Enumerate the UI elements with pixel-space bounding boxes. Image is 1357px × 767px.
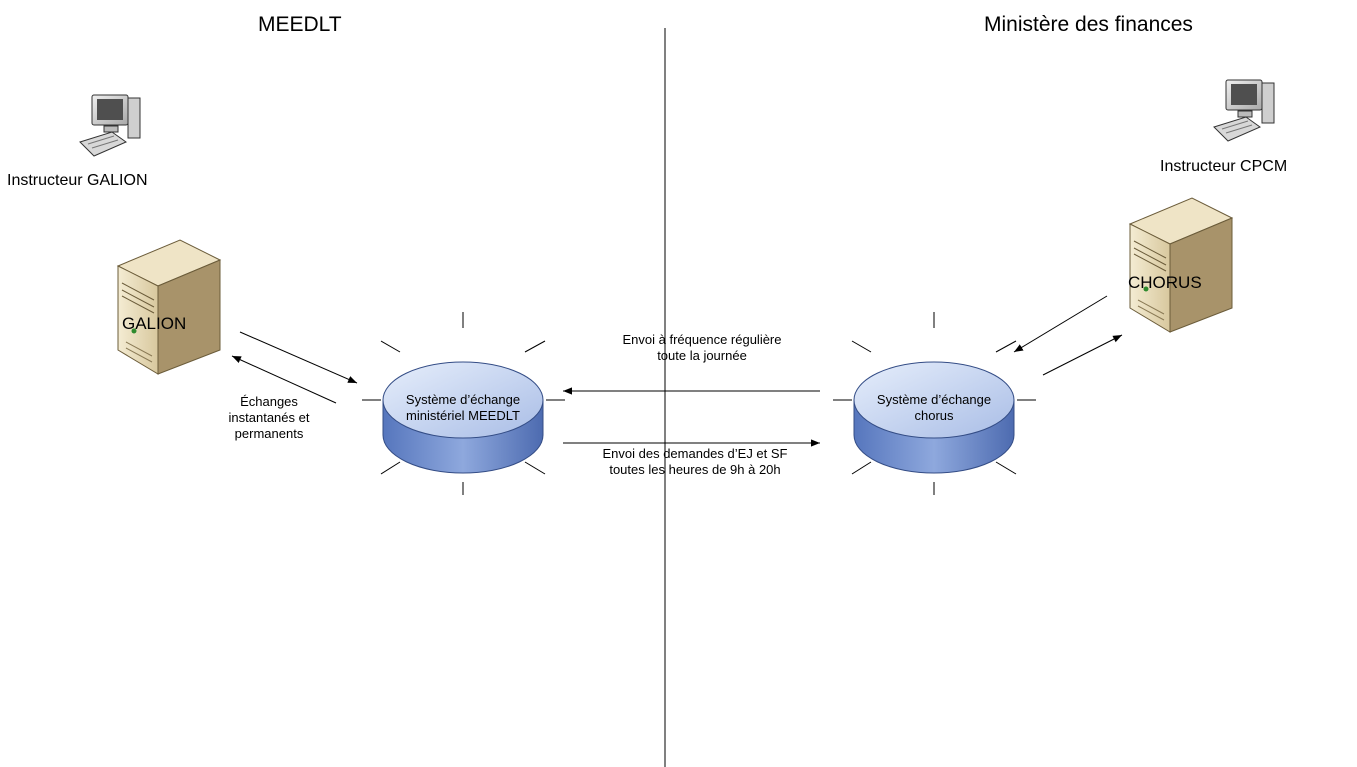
flow-label-galion-exchange: Échanges instantanés et permanents (228, 394, 310, 441)
flow-arrow-galion-to-meedlt (239, 331, 358, 384)
server-icon (116, 239, 222, 375)
flow-label-chorus-to-meedlt: Envoi à fréquence régulière toute la jou… (622, 332, 782, 363)
router-icon (362, 312, 565, 495)
flow-arrow-meedlt-to-galion (231, 355, 337, 404)
flow-label-meedlt-to-chorus: Envoi des demandes d’EJ et SF toutes les… (602, 446, 788, 477)
workstation-label-right: Instructeur CPCM (1160, 158, 1288, 175)
router-label-chorus: Système d’échange chorus (876, 392, 992, 423)
server-label-galion: GALION (122, 314, 187, 333)
flow-arrow-chorus-router-to-server (1042, 334, 1123, 376)
router-label-meedlt: Système d’échange ministériel MEEDLT (405, 392, 521, 423)
router-icon (833, 312, 1036, 495)
workstation-icon (79, 94, 141, 157)
flow-arrow-chorus-server-to-router (1013, 295, 1108, 353)
workstation-icon (1213, 79, 1275, 142)
zone-title-right: Ministère des finances (984, 13, 1193, 36)
workstation-label-left: Instructeur GALION (7, 172, 148, 189)
zone-title-left: MEEDLT (258, 13, 342, 36)
server-icon (1128, 197, 1234, 333)
server-label-chorus: CHORUS (1128, 273, 1202, 292)
